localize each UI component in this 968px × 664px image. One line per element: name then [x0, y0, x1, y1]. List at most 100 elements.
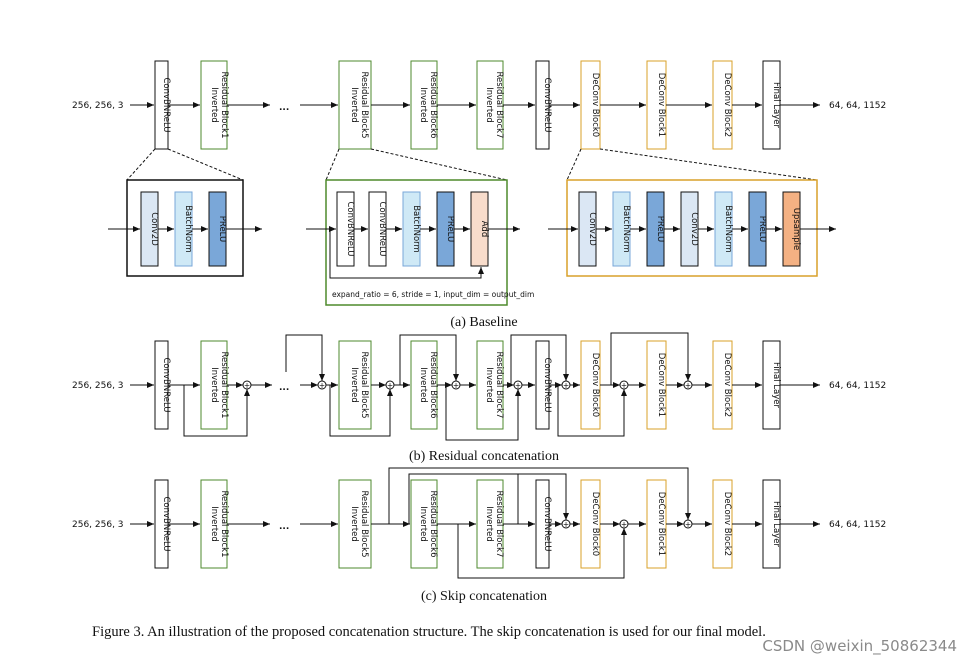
zoom-convbnrelu: Conv2D BatchNorm PReLU: [108, 179, 262, 277]
deconv2-label: DeConv Block2: [722, 73, 732, 137]
b-plus-8: +: [685, 381, 691, 390]
inverted-residual-block1: [200, 60, 228, 150]
b-plus-4: +: [453, 381, 459, 390]
b-deconv1-label: DeConv Block1: [656, 353, 666, 417]
b-input-shape-label: 256, 256, 3: [72, 381, 124, 391]
b-irb1-line2: Residual Block1: [219, 352, 229, 419]
zoom3-batchnorm-1-label: BatchNorm: [621, 205, 631, 253]
batchnorm-label: BatchNorm: [183, 205, 193, 253]
deconv0-label: DeConv Block0: [590, 73, 600, 137]
b-plus-7: +: [621, 381, 627, 390]
b-inverted-residual-block6: [410, 340, 438, 430]
c-deconv0-label: DeConv Block0: [590, 492, 600, 556]
caption-a: (a) Baseline: [450, 315, 517, 330]
input-shape-label: 256, 256, 3: [72, 101, 124, 111]
b-inverted-residual-block5: [338, 340, 372, 430]
c-irb7-line2: Residual Block7: [494, 491, 504, 558]
c-convbnrelu-label: ConvBNReLU: [161, 496, 171, 551]
b-plus-6: +: [563, 381, 569, 390]
irb7-label-line1: Inverted: [484, 87, 494, 123]
c-output-shape-label: 64, 64, 1152: [829, 520, 886, 530]
final-layer-label: Final Layer: [771, 82, 781, 128]
c-final-layer-label: Final Layer: [771, 501, 781, 547]
zoom-connectors: [126, 148, 818, 181]
zoom3-prelu-2-label: PReLU: [757, 216, 767, 242]
zoom2-convbnrelu1-label: ConvBNReLU: [345, 201, 355, 256]
c-irb6-line2: Residual Block6: [428, 491, 438, 558]
irb5-label-line2: Residual Block5: [359, 72, 369, 139]
b-plus-3: +: [387, 381, 393, 390]
residual-row: 256, 256, 3 ConvBNReLU Inverted Residual…: [72, 332, 886, 441]
zoom2-batchnorm-label: BatchNorm: [411, 205, 421, 253]
c-input-shape-label: 256, 256, 3: [72, 520, 124, 530]
ellipsis: ...: [279, 103, 289, 113]
zoom3-prelu-1-label: PReLU: [655, 216, 665, 242]
conv2d-label: Conv2D: [149, 212, 159, 246]
c-skip-block5-to-deconv2: [388, 467, 691, 524]
zoom-deconv: Conv2D BatchNorm PReLU Conv2D BatchNorm …: [548, 179, 836, 277]
c-plus-1: +: [563, 520, 569, 529]
c-irb1-line2: Residual Block1: [219, 491, 229, 558]
irb6-label-line1: Inverted: [418, 87, 428, 123]
b-convbnrelu-label: ConvBNReLU: [161, 357, 171, 412]
b-irb6-line2: Residual Block6: [428, 352, 438, 419]
c-skip-block7-to-deconv1: [457, 524, 627, 579]
c-inverted-residual-block6: [410, 479, 438, 569]
irb5-label-line1: Inverted: [349, 87, 359, 123]
c-inverted-residual-block7: [476, 479, 504, 569]
c-ellipsis: ...: [279, 522, 289, 532]
deconv1-label: DeConv Block1: [656, 73, 666, 137]
prelu-label: PReLU: [217, 216, 227, 242]
b-irb1-line1: Inverted: [209, 367, 219, 403]
c-irb5-line2: Residual Block5: [359, 491, 369, 558]
b-irb7-line1: Inverted: [484, 367, 494, 403]
b-final-layer-label: Final Layer: [771, 362, 781, 408]
convbnrelu-2-label: ConvBNReLU: [542, 77, 552, 132]
b-irb7-line2: Residual Block7: [494, 352, 504, 419]
irb6-label-line2: Residual Block6: [428, 72, 438, 139]
irb1-label-line1: Inverted: [209, 87, 219, 123]
b-plus-2: +: [319, 381, 325, 390]
inverted-residual-block6: [410, 60, 438, 150]
zoom-inverted-residual: ConvBNReLU ConvBNReLU BatchNorm PReLU Ad…: [306, 179, 534, 306]
zoom3-conv2d-2-label: Conv2D: [689, 212, 699, 246]
c-inverted-residual-block5: [338, 479, 372, 569]
b-plus-1: +: [244, 381, 250, 390]
upsample-label: Upsample: [791, 208, 801, 251]
skip-row: 256, 256, 3 ConvBNReLU Inverted Residual…: [72, 467, 886, 579]
c-plus-3: +: [685, 520, 691, 529]
b-irb6-line1: Inverted: [418, 367, 428, 403]
b-irb5-line1: Inverted: [349, 367, 359, 403]
b-plus-5: +: [515, 381, 521, 390]
c-plus-2: +: [621, 520, 627, 529]
c-irb1-line1: Inverted: [209, 506, 219, 542]
c-convbnrelu-2-label: ConvBNReLU: [542, 496, 552, 551]
add-label: Add: [479, 221, 489, 237]
b-ellipsis: ...: [279, 383, 289, 393]
zoom2-prelu-label: PReLU: [445, 216, 455, 242]
irb7-label-line2: Residual Block7: [494, 72, 504, 139]
convbnrelu-label: ConvBNReLU: [161, 77, 171, 132]
irb1-label-line2: Residual Block1: [219, 72, 229, 139]
c-irb5-line1: Inverted: [349, 506, 359, 542]
zoom2-convbnrelu2-label: ConvBNReLU: [377, 201, 387, 256]
c-deconv1-label: DeConv Block1: [656, 492, 666, 556]
param-note: expand_ratio = 6, stride = 1, input_dim …: [332, 290, 534, 299]
b-inverted-residual-block1: [200, 340, 228, 430]
b-convbnrelu-2-label: ConvBNReLU: [542, 357, 552, 412]
figure-caption: Figure 3. An illustration of the propose…: [92, 624, 766, 640]
caption-b: (b) Residual concatenation: [409, 449, 559, 464]
b-inverted-residual-block7: [476, 340, 504, 430]
inverted-residual-block5: [338, 60, 372, 150]
b-deconv0-label: DeConv Block0: [590, 353, 600, 417]
zoom3-conv2d-1-label: Conv2D: [587, 212, 597, 246]
output-shape-label: 64, 64, 1152: [829, 101, 886, 111]
b-output-shape-label: 64, 64, 1152: [829, 381, 886, 391]
b-deconv2-label: DeConv Block2: [722, 353, 732, 417]
b-irb5-line2: Residual Block5: [359, 352, 369, 419]
c-irb6-line1: Inverted: [418, 506, 428, 542]
c-deconv2-label: DeConv Block2: [722, 492, 732, 556]
caption-c: (c) Skip concatenation: [421, 589, 547, 604]
c-skip-block6-to-deconv0: [408, 473, 569, 524]
